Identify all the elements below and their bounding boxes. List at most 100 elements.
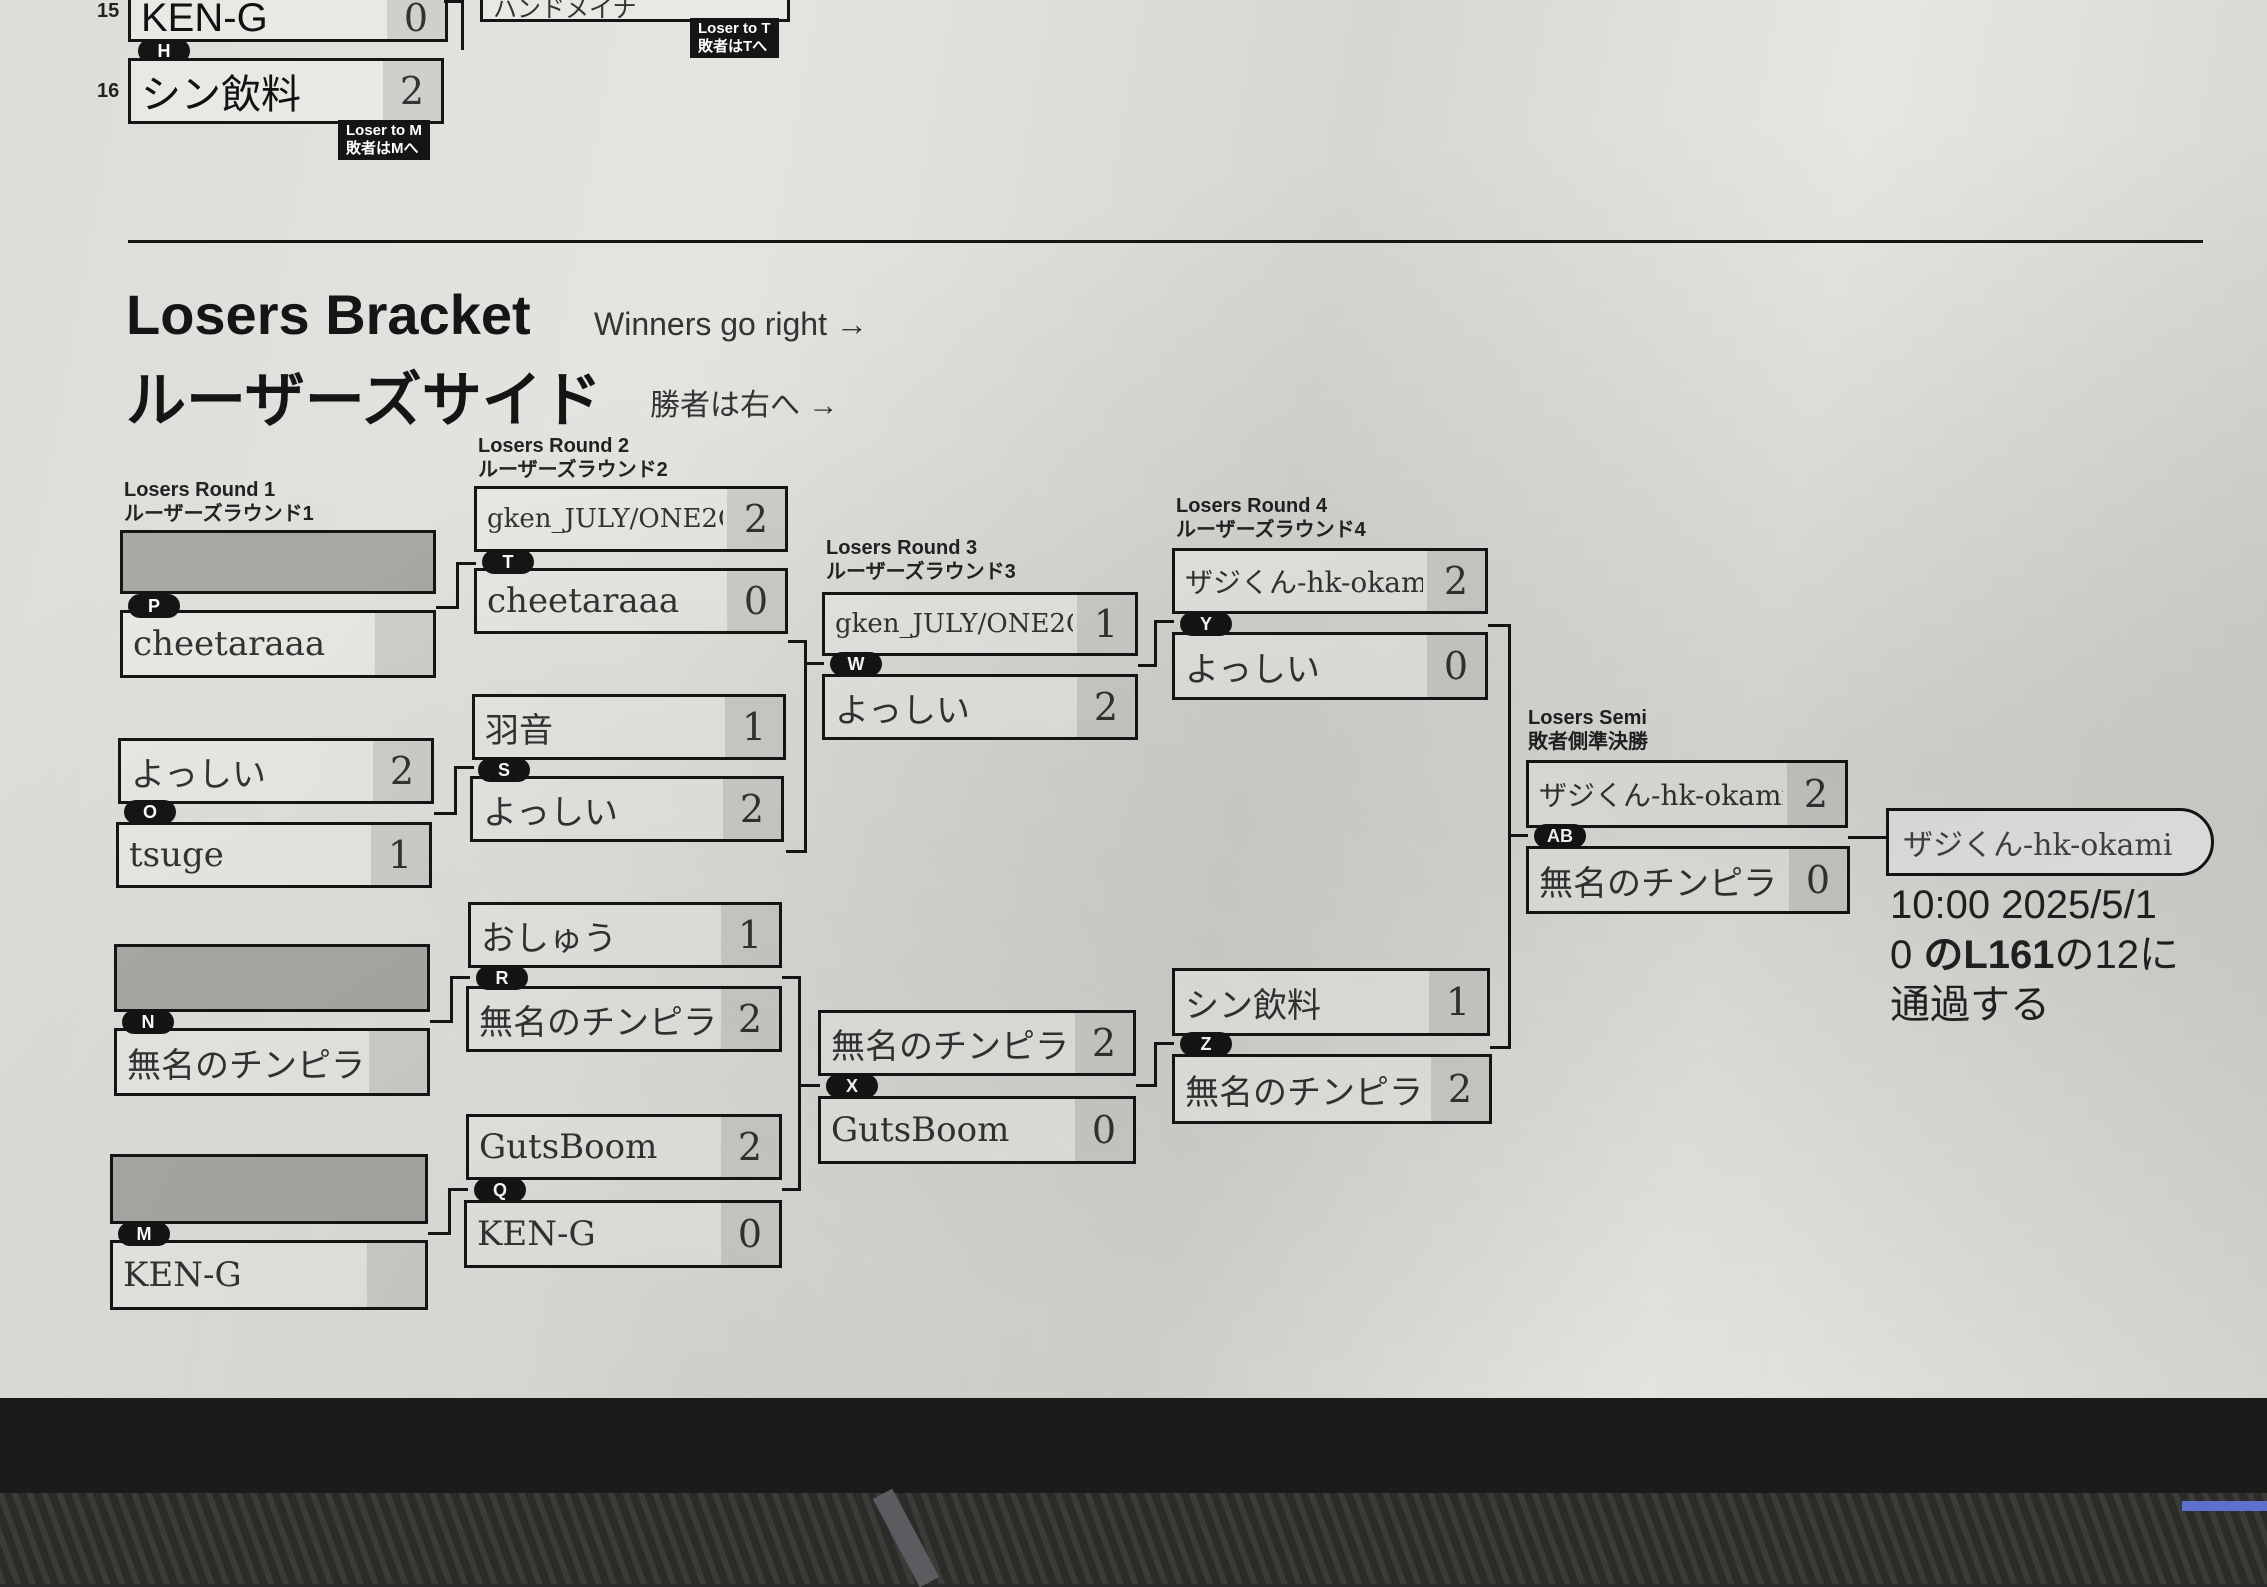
player-name: よっしい	[1185, 649, 1320, 690]
player-name: シン飲料	[1185, 985, 1321, 1026]
bracket-connector	[798, 1084, 820, 1087]
player-name: 無名のチンピラ	[479, 1002, 717, 1043]
loser-destination-tag: Loser to T 敗者はTへ	[690, 18, 779, 58]
round-label-semi: Losers Semi 敗者側準決勝	[1528, 706, 1648, 754]
player-score: 1	[1077, 595, 1135, 653]
bracket-slot: よっしい 2	[822, 674, 1138, 740]
player-score: 2	[1427, 551, 1485, 611]
bracket-slot: 無名のチンピラ 0	[1526, 846, 1850, 914]
bracket-slot: GutsBoom 0	[818, 1096, 1136, 1164]
round-label-4: Losers Round 4 ルーザーズラウンド4	[1176, 494, 1366, 542]
bracket-connector	[1154, 620, 1174, 623]
player-name: ハンドメイナ	[493, 0, 637, 19]
player-score: 0	[1075, 1099, 1133, 1161]
player-score: 2	[721, 1117, 779, 1177]
player-name: GutsBoom	[831, 1110, 1010, 1150]
winners-slot-15: KEN-G 0	[128, 0, 448, 42]
player-name: ザジくん-hk-okami	[1539, 779, 1783, 812]
round-label-ja: ルーザーズラウンド2	[478, 459, 668, 481]
section-divider	[128, 240, 2203, 243]
player-name: 無名のチンピラ	[127, 1045, 365, 1086]
bracket-slot: よっしい 2	[118, 738, 434, 804]
player-score: 2	[723, 779, 781, 839]
round-label-2: Losers Round 2 ルーザーズラウンド2	[478, 434, 668, 482]
bracket-slot: GutsBoom 2	[466, 1114, 782, 1180]
bracket-connector	[782, 1188, 801, 1191]
bracket-connector	[1488, 624, 1510, 627]
background-floor	[0, 1398, 2267, 1587]
losers-bracket-winner-slot: ザジくん-hk-okami	[1886, 808, 2214, 876]
player-name: 無名のチンピラ	[1539, 863, 1777, 904]
round-label-ja: ルーザーズラウンド4	[1176, 519, 1366, 541]
bracket-connector	[461, 0, 464, 50]
bracket-slot: 無名のチンピラ 2	[466, 986, 782, 1052]
player-score: 1	[721, 905, 779, 965]
bracket-slot: gken_JULY/ONE2COOK 2	[474, 486, 788, 552]
bracket-connector	[1154, 1042, 1157, 1087]
note-text: の12に	[2054, 933, 2180, 977]
bracket-connector	[450, 976, 470, 979]
player-name: gken_JULY/ONE2COOK	[835, 609, 1073, 639]
bracket-slot: ザジくん-hk-okami 2	[1526, 760, 1848, 828]
bracket-connector	[430, 1020, 452, 1023]
player-score: 1	[725, 697, 783, 757]
bracket-slot: 無名のチンピラ	[114, 1028, 430, 1096]
tag-text-en: Loser to T	[698, 20, 771, 37]
bracket-connector	[1848, 836, 1888, 839]
advancement-note: 10:00 2025/5/1 0 のL161の12に 通過する	[1890, 880, 2179, 1030]
empty-slot-fill	[113, 1157, 425, 1221]
player-score: 0	[721, 1203, 779, 1265]
bracket-slot-empty	[110, 1154, 428, 1224]
empty-slot-fill	[117, 947, 427, 1009]
bracket-slot: gken_JULY/ONE2COOK 1	[822, 592, 1138, 656]
bracket-connector	[1138, 664, 1156, 667]
bracket-slot: ザジくん-hk-okami 2	[1172, 548, 1488, 614]
round-label-en: Losers Round 2	[478, 435, 630, 457]
player-score: 0	[387, 0, 445, 40]
bracket-slot: シン飲料 1	[1172, 968, 1490, 1036]
section-subtitle-ja: 勝者は右へ →	[650, 389, 839, 422]
bracket-slot-empty	[114, 944, 430, 1012]
winners-slot-16: シン飲料 2	[128, 58, 444, 124]
note-line: 0 のL161の12に	[1890, 930, 2179, 980]
player-score	[375, 613, 433, 675]
player-score: 2	[721, 989, 779, 1049]
player-score	[369, 1031, 427, 1093]
player-name: おしゅう	[481, 918, 617, 959]
match-label-o: O	[124, 800, 176, 824]
bracket-slot: おしゅう 1	[468, 902, 782, 968]
match-label-s: S	[478, 758, 530, 782]
match-label-x: X	[826, 1074, 878, 1098]
bracket-slot-empty	[120, 530, 436, 594]
bracket-slot: tsuge 1	[116, 822, 432, 888]
blue-light	[2182, 1501, 2267, 1511]
player-score: 0	[1789, 849, 1847, 911]
bracket-connector	[454, 766, 457, 815]
player-name: 無名のチンピラ	[1185, 1072, 1423, 1113]
round-label-ja: 敗者側準決勝	[1528, 731, 1648, 753]
bracket-connector	[786, 850, 807, 853]
match-label-t: T	[482, 550, 534, 574]
winners-next-slot: ハンドメイナ	[480, 0, 790, 22]
bracket-connector	[782, 976, 800, 979]
player-name: cheetaraaa	[133, 624, 326, 664]
player-name: よっしい	[835, 690, 970, 731]
round-label-en: Losers Round 4	[1176, 495, 1328, 517]
seed-number: 15	[97, 0, 120, 22]
tag-text-ja: 敗者はTへ	[698, 38, 768, 55]
bracket-connector	[456, 562, 459, 609]
round-label-1: Losers Round 1 ルーザーズラウンド1	[124, 478, 314, 526]
bracket-connector	[448, 1188, 468, 1191]
player-name: シン飲料	[141, 73, 301, 117]
match-label-w: W	[830, 652, 882, 676]
bracket-connector	[788, 640, 806, 643]
round-label-en: Losers Semi	[1528, 707, 1647, 729]
match-label-y: Y	[1180, 612, 1232, 636]
bracket-slot: 無名のチンピラ 2	[1172, 1054, 1492, 1124]
player-name: よっしい	[131, 754, 266, 795]
tag-text-ja: 敗者はMへ	[346, 140, 419, 157]
player-name: 無名のチンピラ	[831, 1026, 1069, 1067]
bracket-slot: よっしい 2	[470, 776, 784, 842]
note-line: 10:00 2025/5/1	[1890, 883, 2157, 927]
player-score: 2	[1077, 677, 1135, 737]
